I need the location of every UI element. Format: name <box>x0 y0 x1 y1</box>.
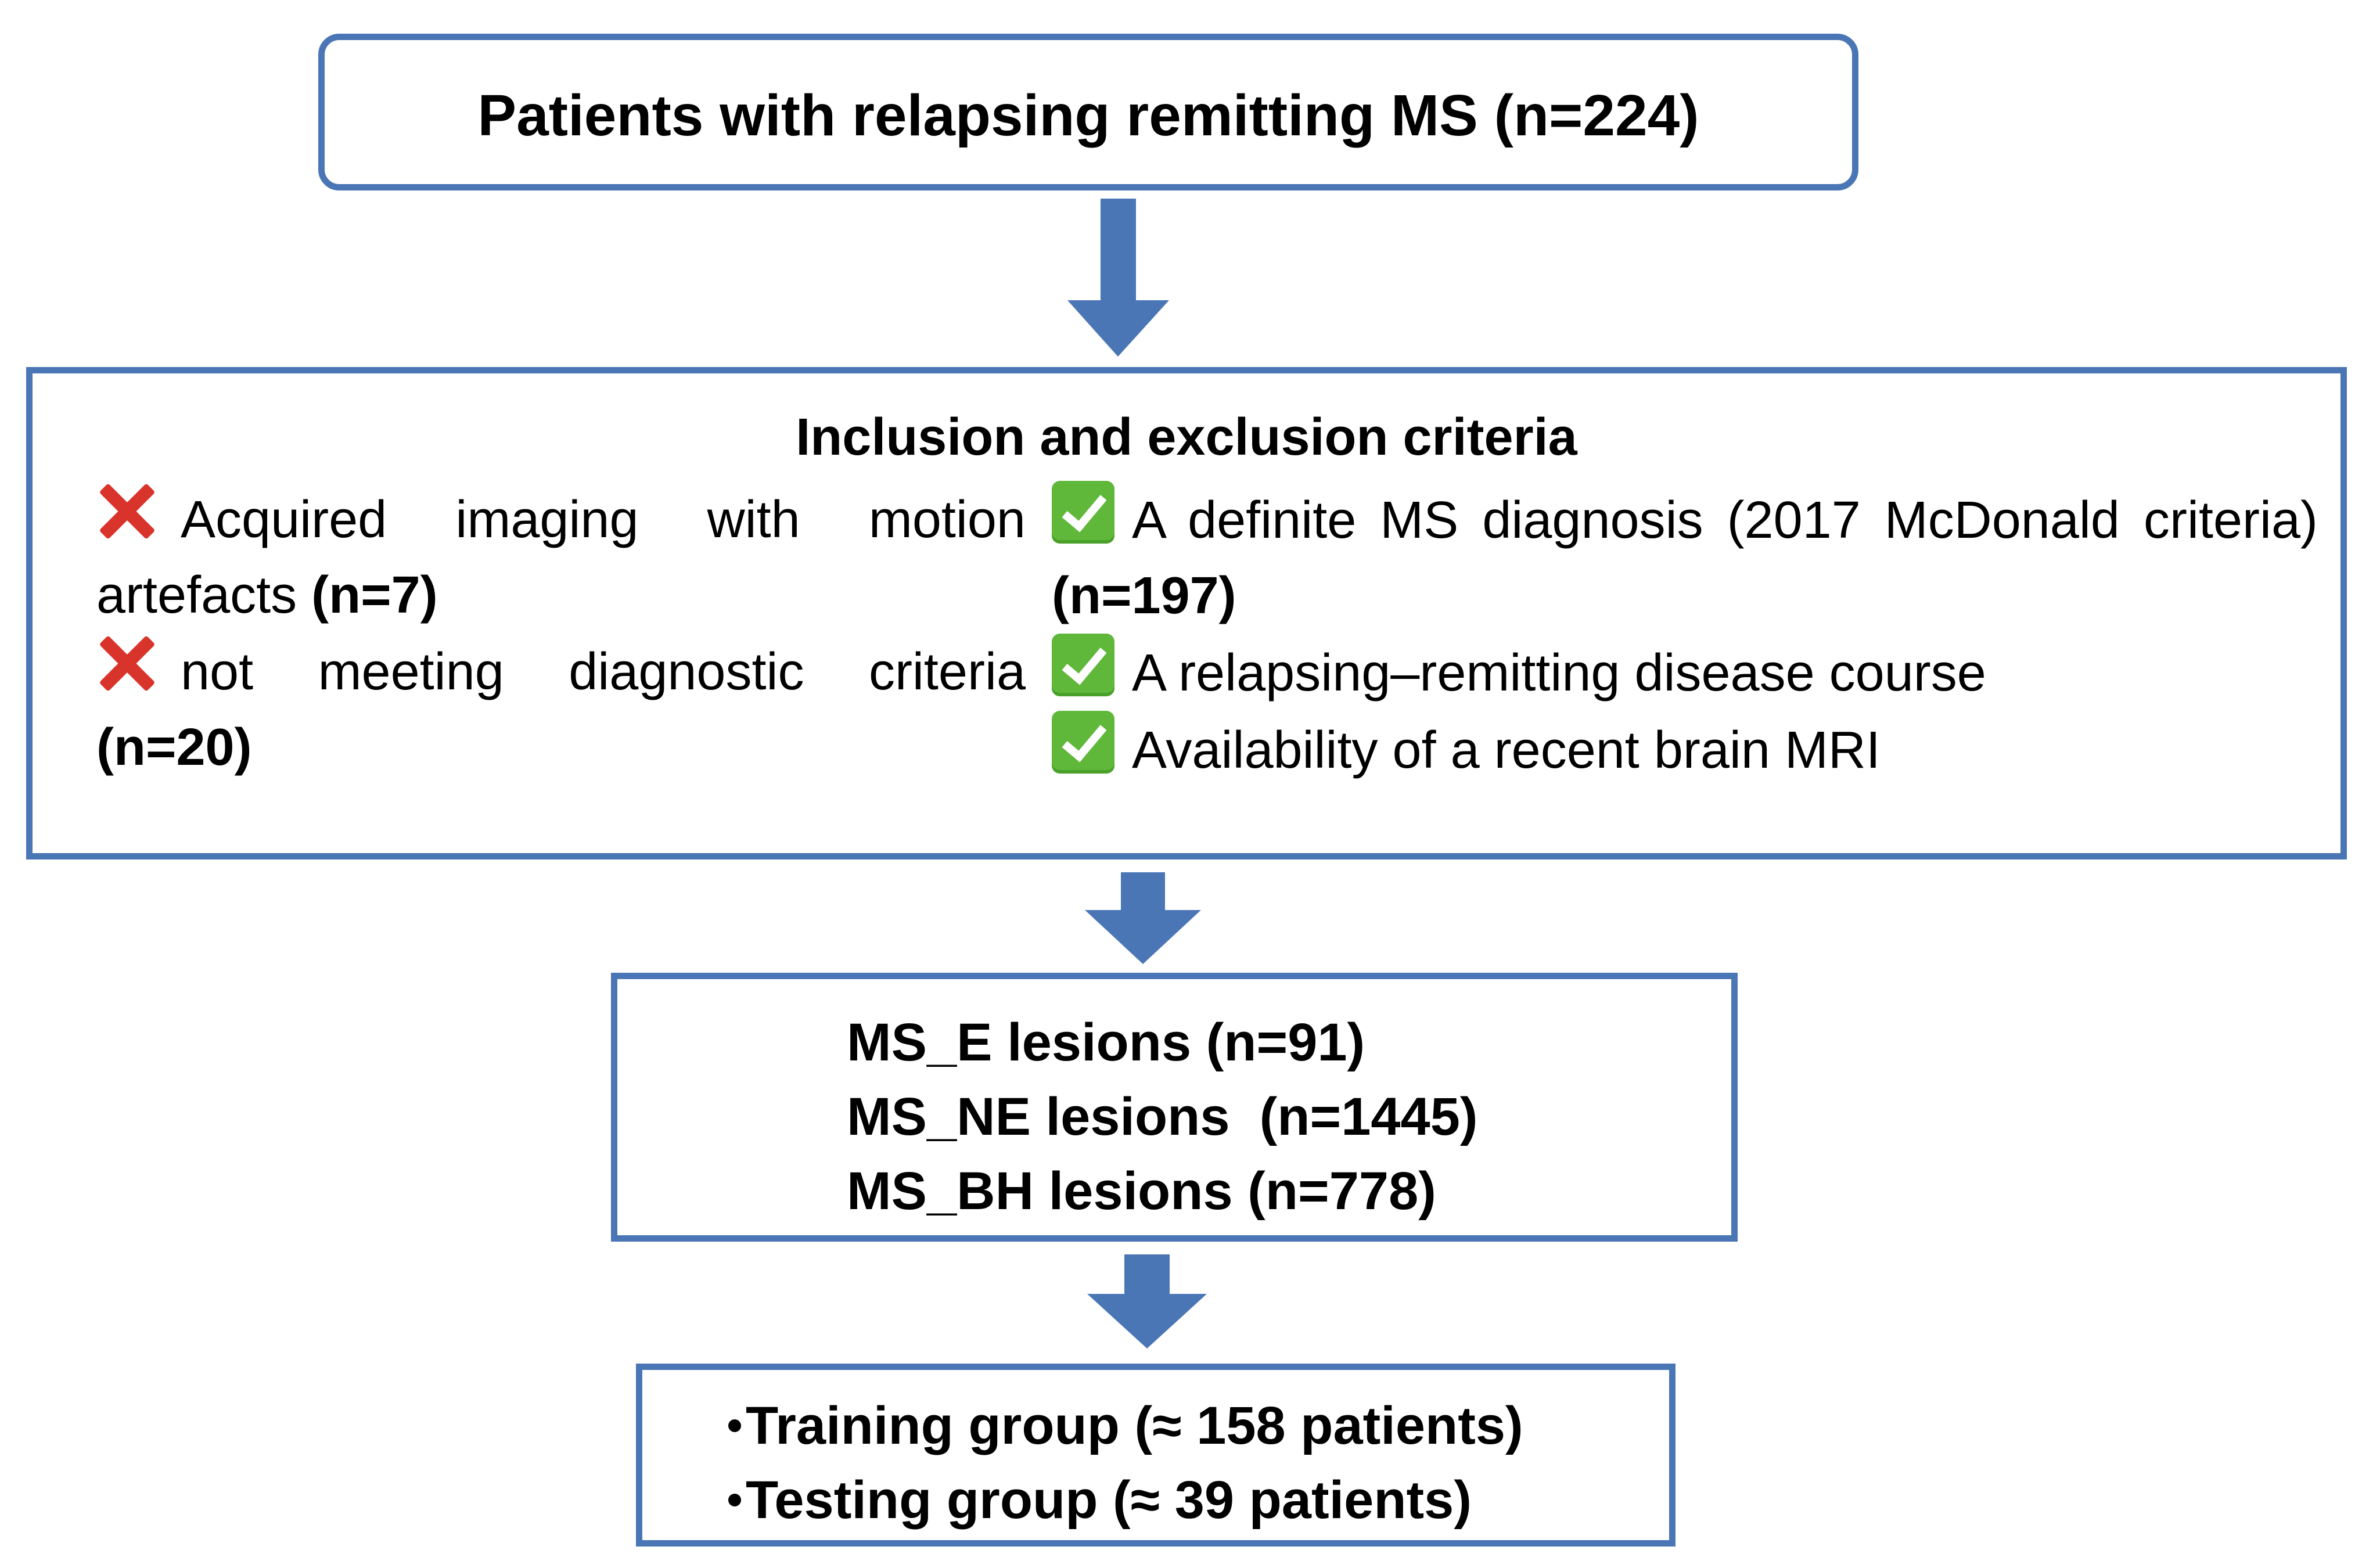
exclusion-list: Acquired imaging with motion artefacts (… <box>96 481 1026 785</box>
lesion-list: MS_E lesions (n=91) MS_NE lesions (n=144… <box>847 1005 1478 1228</box>
patients-box: Patients with relapsing remitting MS (n=… <box>318 34 1858 190</box>
exclusion-count: (n=20) <box>96 718 252 776</box>
down-arrow-icon <box>1087 1254 1207 1348</box>
bullet-icon <box>728 1494 741 1506</box>
group-line: Testing group (≈ 39 patients) <box>728 1463 1523 1537</box>
lesions-box: MS_E lesions (n=91) MS_NE lesions (n=144… <box>611 973 1738 1242</box>
inclusion-text: A relapsing–remitting disease course <box>1132 644 1986 702</box>
inclusion-item: A definite MS diagnosis (2017 McDonald c… <box>1052 481 2318 634</box>
lesion-line: MS_BH lesions (n=778) <box>847 1161 1436 1221</box>
group-line: Training group (≈ 158 patients) <box>728 1389 1523 1463</box>
group-list: Training group (≈ 158 patients) Testing … <box>728 1389 1523 1537</box>
exclusion-item: not meeting diagnostic criteria (n=20) <box>96 633 1026 785</box>
bullet-icon <box>728 1419 741 1432</box>
inclusion-text: A definite MS diagnosis (2017 McDonald c… <box>1132 491 2318 549</box>
inclusion-text: Availability of a recent brain MRI <box>1132 721 1881 779</box>
patients-title: Patients with relapsing remitting MS (n=… <box>477 83 1699 148</box>
check-box-icon <box>1052 481 1114 544</box>
group-text: Testing group (≈ 39 patients) <box>746 1470 1472 1530</box>
lesion-line: MS_E lesions (n=91) <box>847 1013 1365 1072</box>
groups-box: Training group (≈ 158 patients) Testing … <box>636 1364 1676 1547</box>
lesion-line: MS_NE lesions (n=1445) <box>847 1087 1478 1146</box>
down-arrow-icon <box>1085 872 1201 964</box>
inclusion-list: A definite MS diagnosis (2017 McDonald c… <box>1052 481 2318 788</box>
exclusion-text: Acquired imaging with motion artefacts <box>96 491 1026 624</box>
inclusion-item: Availability of a recent brain MRI <box>1052 711 2318 788</box>
down-arrow-icon <box>1067 199 1169 357</box>
exclusion-count: (n=7) <box>311 566 438 624</box>
group-text: Training group (≈ 158 patients) <box>746 1396 1523 1455</box>
inclusion-item: A relapsing–remitting disease course <box>1052 634 2318 711</box>
criteria-title: Inclusion and exclusion criteria <box>796 408 1577 466</box>
cross-mark-icon <box>96 481 157 542</box>
check-box-icon <box>1052 711 1114 774</box>
inclusion-count: (n=197) <box>1052 567 1236 625</box>
exclusion-text: not meeting diagnostic criteria <box>181 643 1026 701</box>
cross-mark-icon <box>96 633 157 694</box>
criteria-box: Inclusion and exclusion criteria Acquire… <box>26 367 2347 859</box>
check-box-icon <box>1052 634 1114 696</box>
exclusion-item: Acquired imaging with motion artefacts (… <box>96 481 1026 633</box>
